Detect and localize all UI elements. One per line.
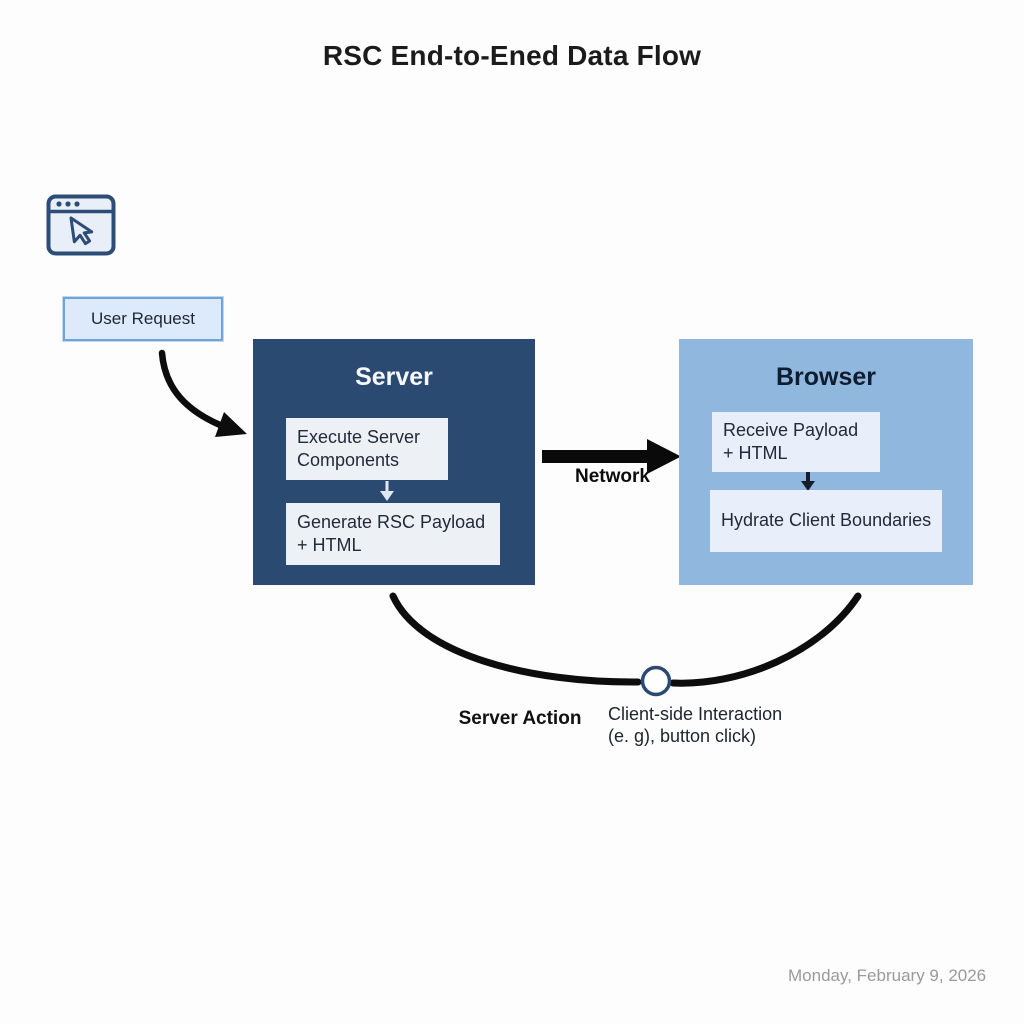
down-arrow-icon [798,472,818,492]
client-interaction-line1: Client-side Interaction [608,704,783,724]
date-label: Monday, February 9, 2026 [788,966,987,985]
server-step-generate-payload: Generate RSC Payload + HTML [286,503,500,565]
network-label: Network [575,466,650,487]
user-request-label: User Request [91,309,195,328]
user-request-box: User Request [63,297,223,341]
client-interaction-line2: (e. g), button click) [608,726,757,747]
down-arrow-icon [377,480,397,502]
server-action-loop-curve [380,583,880,708]
network-arrow-icon [540,438,685,478]
loop-node-circle [640,665,672,697]
browser-box: Browser Receive Payload + HTML Hydrate C… [679,339,973,585]
server-step-execute-components: Execute Server Components [286,418,448,480]
browser-step-hydrate-boundaries: Hydrate Client Boundaries [710,490,942,552]
cursor-arrow-icon [69,216,94,246]
server-box: Server Execute Server Components Generat… [253,339,535,585]
client-interaction-label: Client-side Interaction (e. g), button c… [608,703,838,747]
browser-step-receive-payload: Receive Payload + HTML [712,412,880,472]
page-title: RSC End-to-Ened Data Flow [322,40,702,71]
browser-title: Browser [775,363,877,391]
curved-arrow-icon [140,345,260,445]
server-title: Server [355,363,433,391]
server-action-label: Server Action [458,708,582,729]
browser-window-icon [46,194,116,256]
